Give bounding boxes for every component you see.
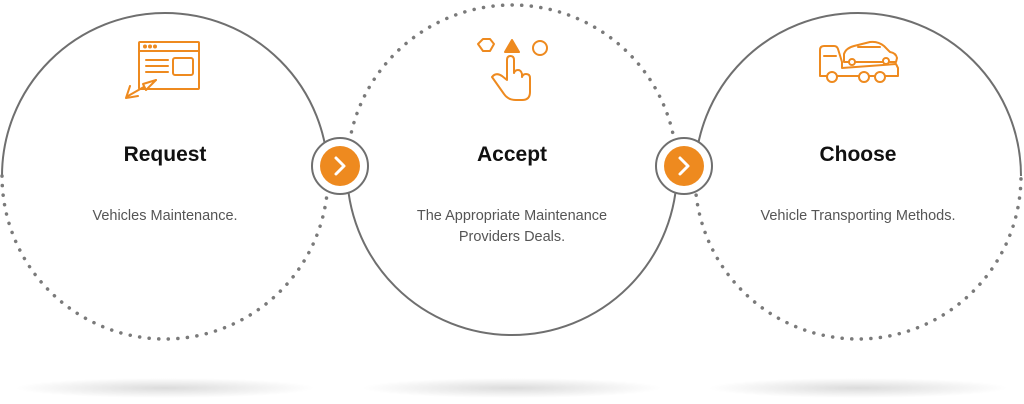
step-description-choose: Vehicle Transporting Methods. [760, 208, 956, 224]
shadow-3 [708, 378, 1008, 398]
chevron-right-icon [334, 156, 346, 176]
step-title-accept: Accept [476, 143, 548, 166]
circle-3-solid-arc [694, 12, 1022, 177]
step-description-accept: The Appropriate Maintenance Providers De… [362, 206, 662, 248]
step-title-choose: Choose [819, 143, 897, 166]
circle-2-dotted-arc [345, 3, 679, 172]
shadow-1 [15, 378, 315, 398]
shadow-2 [362, 378, 662, 398]
step-description-accept-line-1: The Appropriate Maintenance [416, 208, 608, 224]
connector-1 [311, 137, 369, 195]
circle-1-dotted-arc [0, 174, 330, 341]
step-description-request: Vehicles Maintenance. [92, 208, 238, 224]
connector-2 [655, 137, 713, 195]
step-description-accept-line-2: Providers Deals. [458, 229, 566, 245]
browser-click-icon [125, 41, 200, 99]
tow-truck-icon [819, 40, 899, 83]
step-title-request: Request [123, 143, 207, 166]
circle-2-solid-arc [346, 169, 678, 336]
chevron-right-icon [678, 156, 690, 176]
circle-1-solid-arc [1, 12, 329, 177]
circle-3-dotted-arc [693, 174, 1023, 341]
hand-select-shapes-icon [477, 38, 548, 101]
